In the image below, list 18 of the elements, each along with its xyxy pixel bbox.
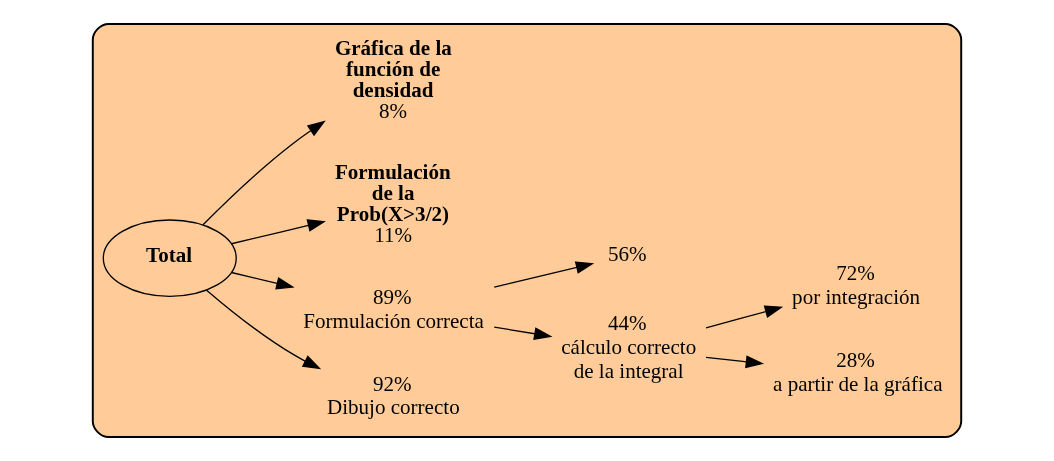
node-text: 28% a partir de la gráfica [773, 348, 943, 396]
arrow [493, 261, 595, 288]
cluster [91, 22, 963, 439]
node-text: 44% cálculo correcto de la integral [561, 311, 697, 383]
arrow [705, 305, 784, 329]
arrow [705, 355, 765, 369]
node-ellipse: Total [102, 219, 237, 297]
arrow [230, 271, 295, 290]
arrow [202, 120, 326, 226]
node-text: Formulación de la Prob(X>3/2) 11% [334, 159, 451, 248]
arrow [493, 326, 553, 341]
node-text: 72% por integración [792, 261, 921, 309]
node-text: 92% Dibujo correcto [327, 371, 460, 420]
node-text: Gráfica de la función de densidad 8% [334, 36, 452, 124]
node-text: 56% [607, 241, 647, 266]
arrow [205, 289, 322, 370]
node-text: 89% Formulación correcta [303, 284, 484, 333]
arrow [230, 219, 326, 245]
